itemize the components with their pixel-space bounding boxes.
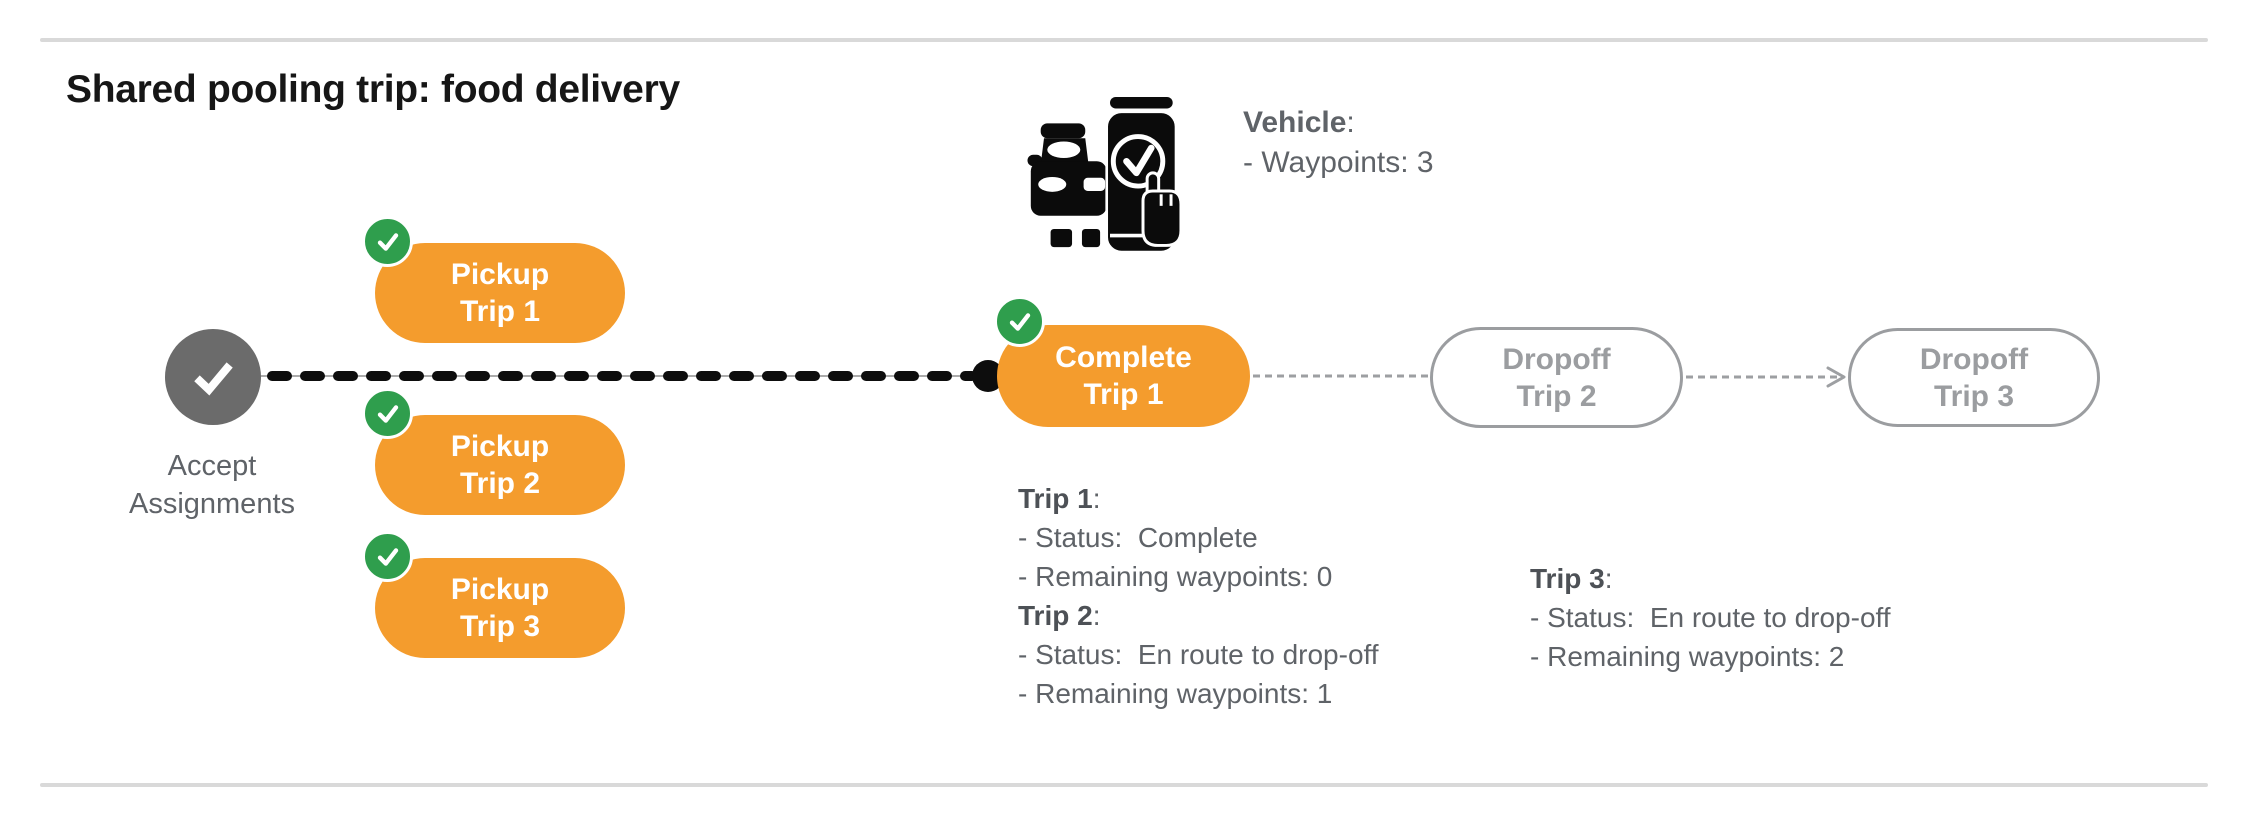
node-complete-trip-1: Complete Trip 1 (994, 296, 1250, 427)
check-icon (377, 547, 398, 566)
pill-label-line: Pickup (450, 430, 550, 463)
check-icon (377, 404, 398, 423)
pill-label-line: Pickup (450, 573, 550, 606)
top-divider (40, 38, 2208, 42)
page-title: Shared pooling trip: food delivery (66, 68, 680, 111)
status-line: - Status: Complete (1018, 522, 1258, 553)
node-pickup-trip-3: Pickup Trip 3 (362, 531, 625, 658)
status-line: - Remaining waypoints: 0 (1018, 561, 1333, 592)
accept-assignments-label: Accept Assignments (128, 450, 295, 520)
pill-label-line: Dropoff (1919, 342, 2029, 376)
node-pickup-trip-2: Pickup Trip 2 (362, 388, 625, 515)
vehicle-waypoints: - Waypoints: 3 (1243, 146, 1434, 179)
pill-label-line: Trip 2 (459, 467, 541, 500)
pill-label-line: Trip 1 (459, 295, 541, 328)
vehicle-label: Vehicle: (1243, 106, 1355, 139)
node-dropoff-trip-2: Dropoff Trip 2 (1430, 327, 1683, 428)
pill-label-line: Trip 2 (1516, 379, 1597, 413)
bottom-divider (40, 783, 2208, 787)
pill-label-line: Trip 3 (1933, 379, 2015, 413)
check-icon (377, 232, 398, 251)
status-line: - Status: En route to drop-off (1018, 639, 1379, 670)
check-badge (362, 388, 413, 439)
check-badge (362, 531, 413, 582)
pill-label-line: Dropoff (1502, 342, 1611, 376)
pill-label-line: Complete (1055, 341, 1192, 374)
trip-heading: Trip 3: (1530, 563, 1613, 594)
pill-label-line: Trip 1 (1083, 378, 1164, 411)
check-badge (362, 216, 413, 267)
check-icon (194, 362, 233, 396)
pill-label-line: Pickup (450, 258, 550, 291)
node-pickup-trip-1: Pickup Trip 1 (362, 216, 625, 343)
pill-label-line: Trip 3 (459, 610, 541, 643)
current-position-dot-icon (972, 360, 1004, 392)
status-block-trips-1-2: Trip 1: - Status: Complete - Remaining w… (1018, 479, 1379, 713)
node-accept-assignments (165, 329, 261, 425)
check-icon (1009, 312, 1030, 331)
status-line: - Status: En route to drop-off (1530, 602, 1891, 633)
trip-heading: Trip 2: (1018, 600, 1101, 631)
vehicle-phone-check-icon (1027, 96, 1183, 254)
check-badge (994, 296, 1045, 347)
node-dropoff-trip-3: Dropoff Trip 3 (1848, 328, 2100, 427)
status-line: - Remaining waypoints: 1 (1018, 678, 1333, 709)
status-line: - Remaining waypoints: 2 (1530, 641, 1845, 672)
status-block-trip-3: Trip 3: - Status: En route to drop-off -… (1530, 559, 1891, 676)
arrowhead-icon (1826, 366, 1846, 388)
trip-heading: Trip 1: (1018, 483, 1101, 514)
vehicle-info: Vehicle: - Waypoints: 3 (1243, 103, 1434, 183)
